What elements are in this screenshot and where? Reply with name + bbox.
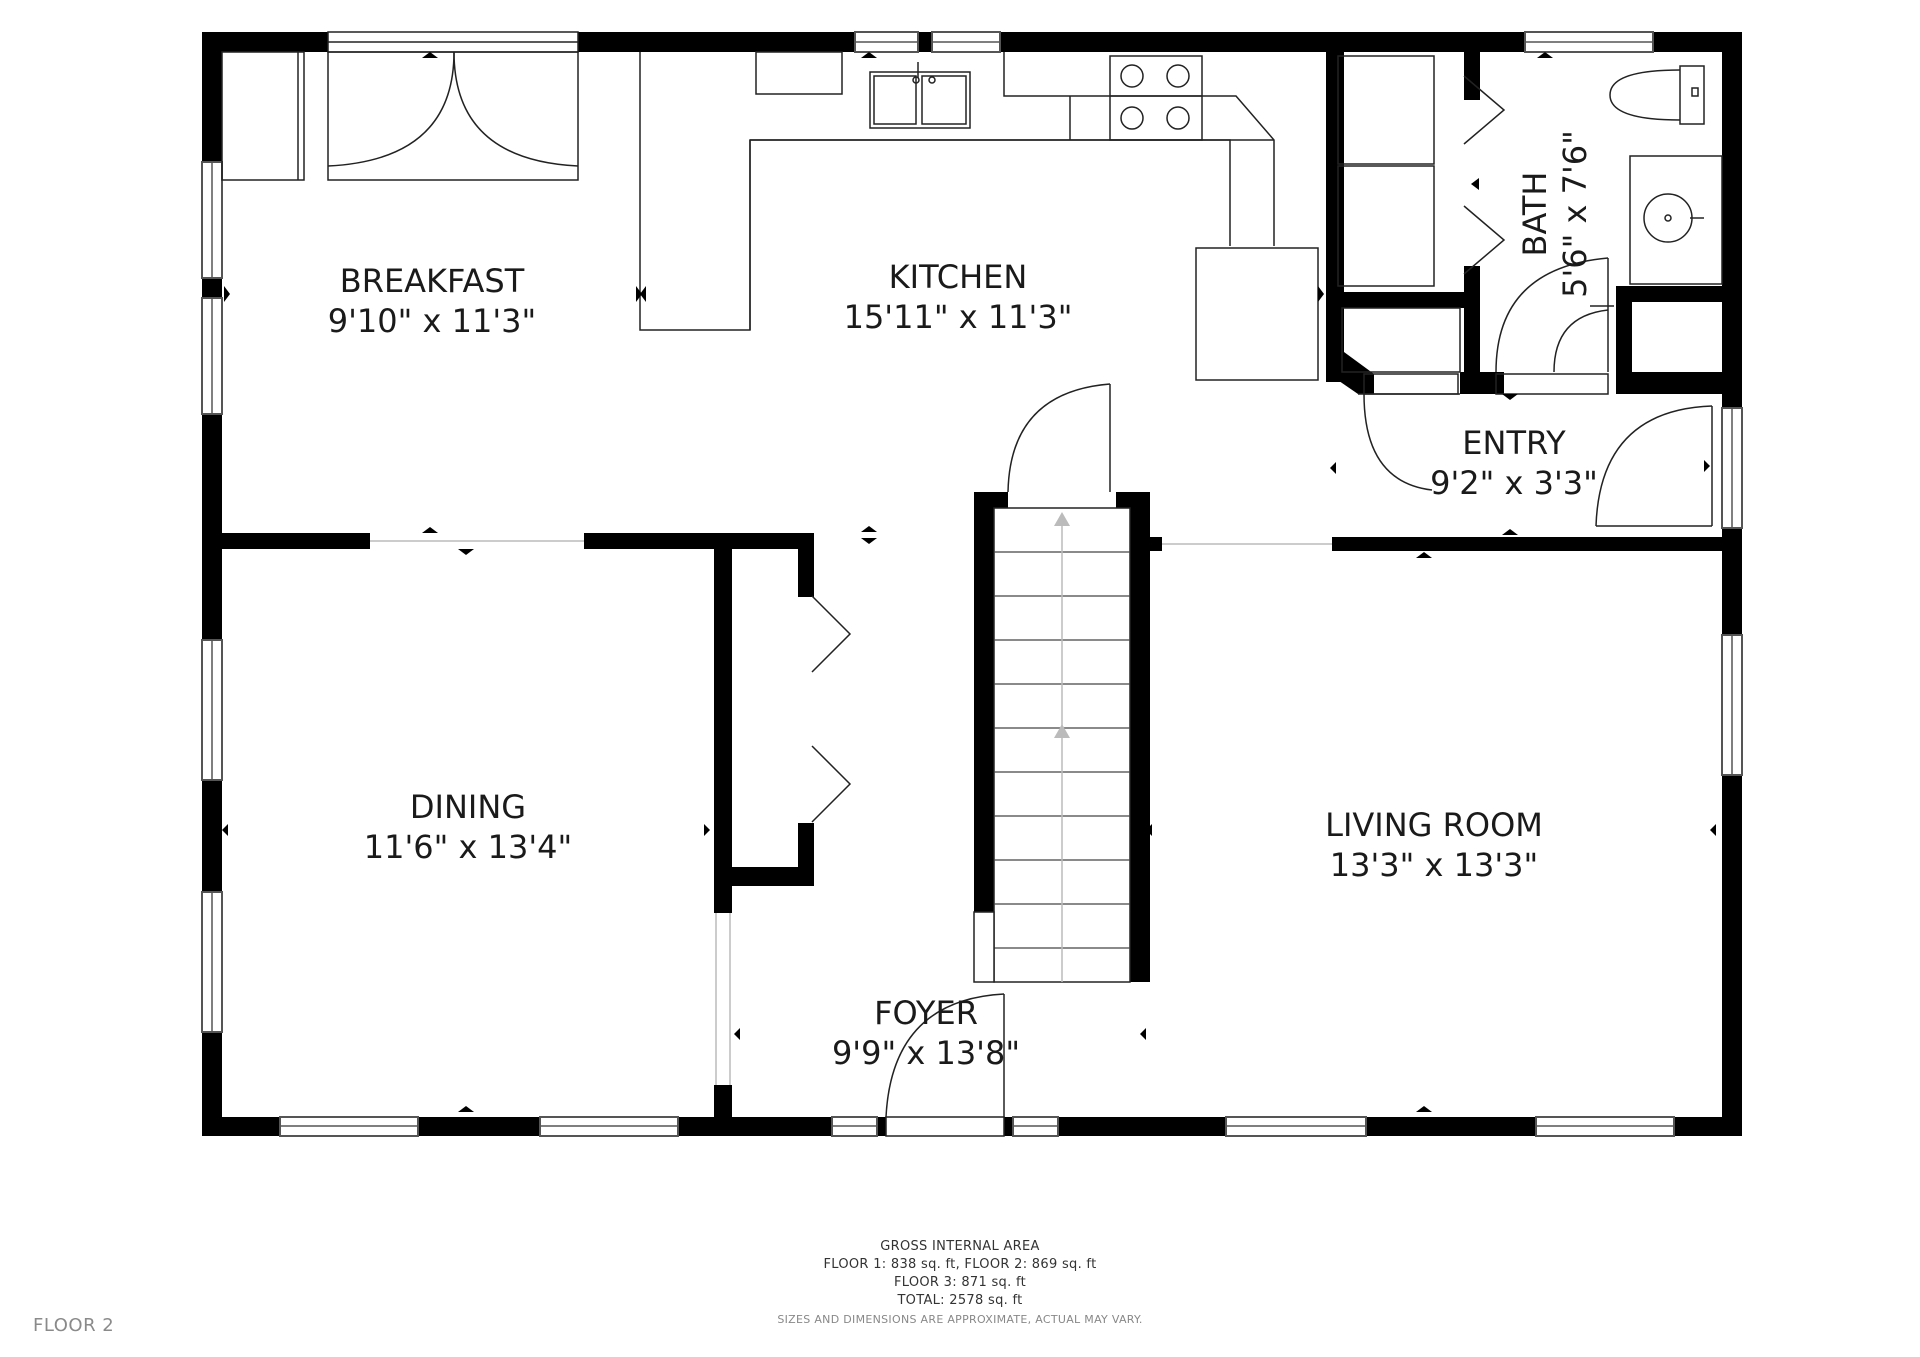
fixtures	[221, 31, 1723, 1137]
room-living-size: 13'3" x 13'3"	[1330, 846, 1538, 884]
floor-label: FLOOR 2	[33, 1315, 115, 1336]
area-summary: GROSS INTERNAL AREA FLOOR 1: 838 sq. ft,…	[0, 1238, 1920, 1329]
openings	[370, 540, 1332, 1085]
stair-arrows	[1054, 512, 1070, 738]
area-disclaimer: SIZES AND DIMENSIONS ARE APPROXIMATE, AC…	[777, 1313, 1143, 1326]
room-foyer-size: 9'9" x 13'8"	[832, 1034, 1020, 1072]
room-entry-name: ENTRY	[1462, 424, 1566, 462]
window-mullions	[211, 41, 1733, 1127]
room-kitchen-size: 15'11" x 11'3"	[844, 298, 1073, 336]
room-kitchen-name: KITCHEN	[889, 258, 1028, 296]
walls	[202, 32, 1742, 1136]
area-floor-3: FLOOR 3: 871 sq. ft	[893, 1275, 1027, 1290]
room-dining-size: 11'6" x 13'4"	[364, 828, 572, 866]
room-breakfast-size: 9'10" x 11'3"	[328, 302, 536, 340]
area-total: TOTAL: 2578 sq. ft	[897, 1293, 1023, 1308]
room-bath-size: 5'6" x 7'6"	[1556, 130, 1594, 298]
room-entry-size: 9'2" x 3'3"	[1430, 464, 1598, 502]
room-bath-name: BATH	[1516, 172, 1554, 257]
dimension-markers	[222, 52, 1716, 1112]
room-dining-name: DINING	[410, 788, 526, 826]
room-breakfast-name: BREAKFAST	[340, 262, 525, 300]
windows	[201, 31, 1743, 1137]
room-labels: BREAKFAST 9'10" x 11'3" KITCHEN 15'11" x…	[328, 130, 1598, 1072]
room-foyer-name: FOYER	[874, 994, 978, 1032]
area-floors-1-2: FLOOR 1: 838 sq. ft, FLOOR 2: 869 sq. ft	[823, 1257, 1097, 1272]
room-living-name: LIVING ROOM	[1325, 806, 1543, 844]
area-heading: GROSS INTERNAL AREA	[880, 1239, 1040, 1254]
